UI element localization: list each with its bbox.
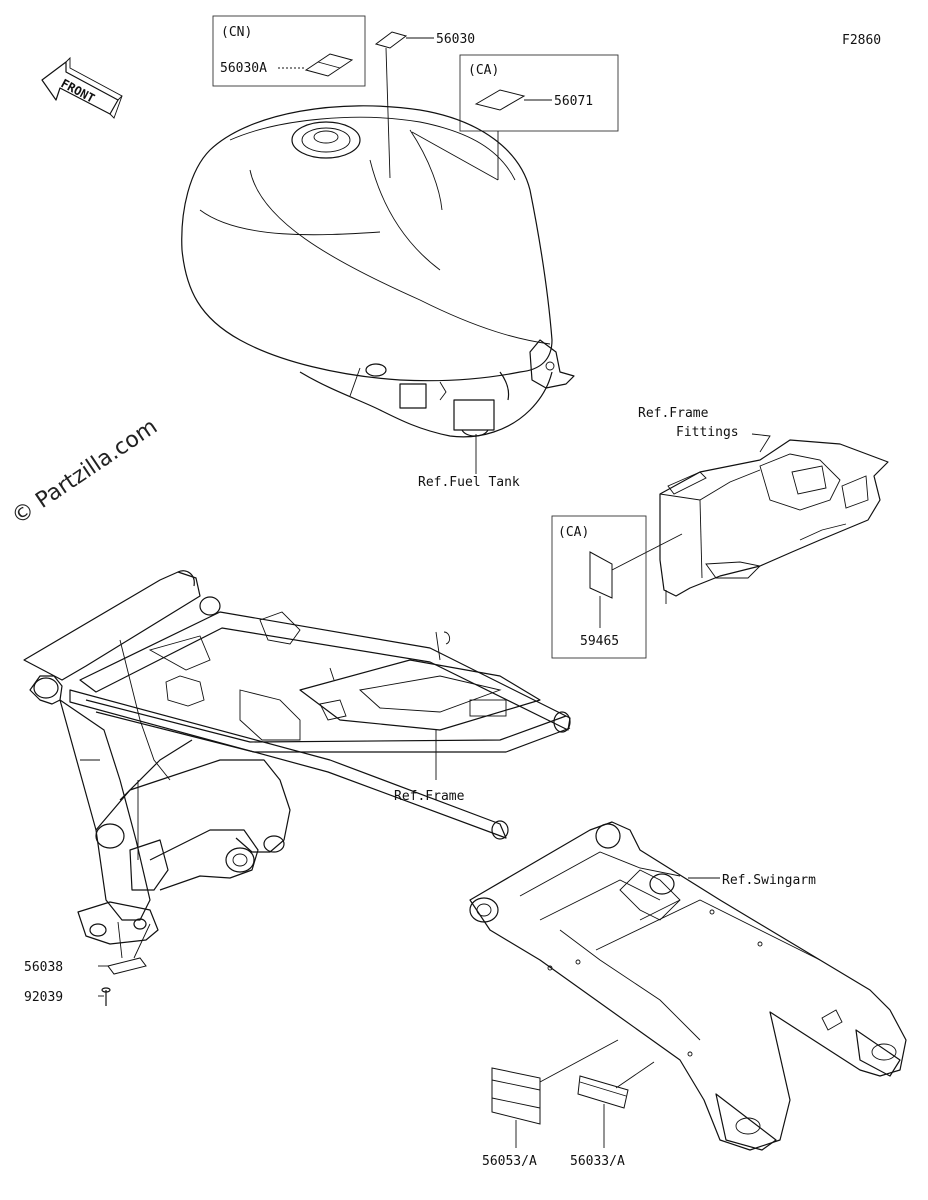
ref-frame: Ref.Frame	[394, 789, 465, 804]
callout-59465: 59465	[580, 634, 619, 649]
callout-92039: 92039	[24, 990, 63, 1005]
fuel-tank	[181, 105, 575, 438]
frame-fittings	[659, 439, 889, 604]
callout-56033a: 56033/A	[570, 1154, 625, 1169]
ca-region-box-top: (CA) 56071	[459, 54, 619, 132]
decal-59465	[589, 551, 613, 599]
rivet-92039	[101, 987, 111, 1006]
callout-56030a: 56030A	[220, 61, 267, 76]
ref-frame-fittings-line2: Fittings	[676, 425, 739, 440]
callout-56030: 56030	[436, 32, 475, 47]
ca-region-box-side: (CA) 59465	[551, 515, 647, 659]
decal-56053a	[491, 1067, 541, 1125]
swingarm	[469, 821, 907, 1151]
ca-box-top-label: (CA)	[468, 63, 499, 78]
figure-code: F2860	[842, 33, 881, 48]
watermark: © Partzilla.com	[7, 414, 162, 530]
front-arrow-icon: FRONT	[41, 56, 123, 119]
decal-56030a	[304, 53, 354, 77]
ref-frame-fittings-line1: Ref.Frame	[638, 406, 709, 421]
frame	[23, 570, 571, 945]
ref-fuel-tank: Ref.Fuel Tank	[418, 475, 520, 490]
decal-56033a	[577, 1075, 629, 1109]
decal-56038	[107, 957, 147, 975]
ref-swingarm: Ref.Swingarm	[722, 873, 816, 888]
cn-box-label: (CN)	[221, 25, 252, 40]
callout-56038: 56038	[24, 960, 63, 975]
decal-56071	[474, 89, 526, 111]
callout-56053a: 56053/A	[482, 1154, 537, 1169]
callout-56071: 56071	[554, 94, 593, 109]
front-label: FRONT	[59, 76, 97, 105]
decal-56030	[374, 31, 408, 49]
cn-region-box: (CN) 56030A	[212, 15, 366, 87]
ca-box-side-label: (CA)	[558, 525, 589, 540]
